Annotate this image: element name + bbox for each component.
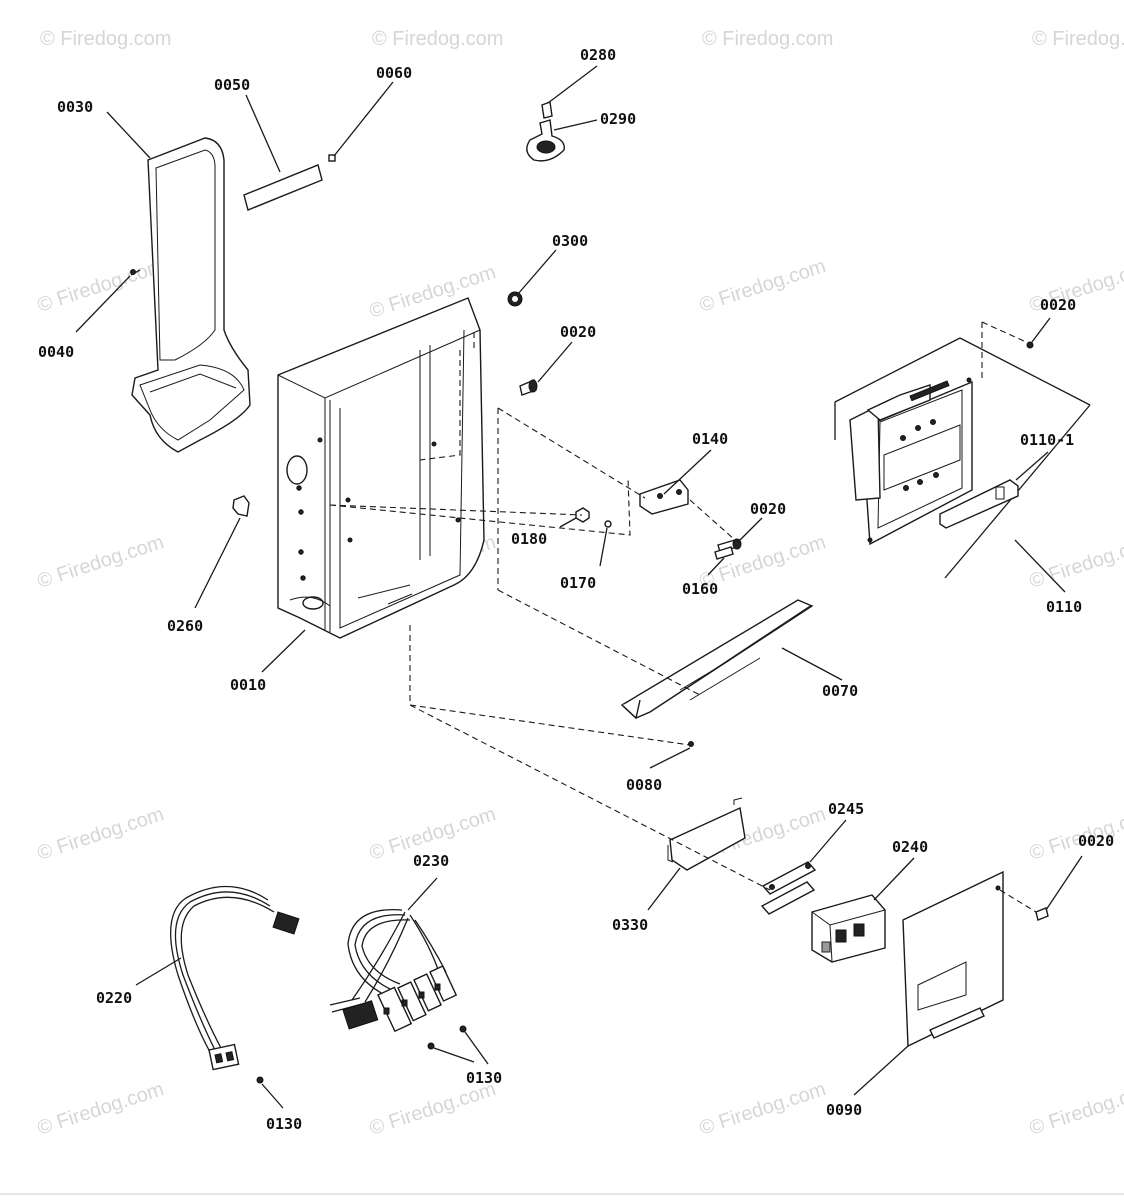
watermark-text: © Firedog.com: [697, 1078, 829, 1140]
label-0040: 0040: [38, 343, 74, 361]
label-0070: 0070: [822, 682, 858, 700]
label-0130: 0130: [466, 1069, 502, 1087]
part-0040-screw: [130, 269, 141, 276]
part-0130-screw: [459, 1025, 467, 1033]
label-0020: 0020: [1078, 832, 1114, 850]
part-0020-bolt: [519, 379, 538, 396]
label-0030: 0030: [57, 98, 93, 116]
part-0330-bracket: [667, 797, 746, 871]
label-0130: 0130: [266, 1115, 302, 1133]
label-0240: 0240: [892, 838, 928, 856]
part-0245-clips: [760, 861, 817, 915]
label-0290: 0290: [600, 110, 636, 128]
watermark-text: © Firedog.com: [697, 255, 829, 317]
part-0230-harness: [329, 908, 458, 1033]
label-0080: 0080: [626, 776, 662, 794]
part-0130-screw: [256, 1076, 264, 1084]
label-0010: 0010: [230, 676, 266, 694]
label-0160: 0160: [682, 580, 718, 598]
label-0110: 0110: [1046, 598, 1082, 616]
part-0070-channel: [620, 599, 814, 720]
watermark-text: © Firedog.com: [35, 803, 167, 865]
part-0220-harness: [169, 885, 300, 1071]
watermark-text: © Firedog.com: [1027, 1078, 1124, 1140]
watermark-text: © Firedog.com: [702, 28, 833, 50]
part-0050-strip: [243, 164, 323, 211]
part-0020-screw-right: [1026, 341, 1034, 349]
label-0300: 0300: [552, 232, 588, 250]
part-0170-washer: [604, 520, 612, 528]
label-0180: 0180: [511, 530, 547, 548]
label-0245: 0245: [828, 800, 864, 818]
part-0300-nut: [507, 291, 523, 307]
watermark-text: © Firedog.com: [35, 531, 167, 593]
label-0050: 0050: [214, 76, 250, 94]
label-0280: 0280: [580, 46, 616, 64]
watermark-text: © Firedog.com: [1027, 531, 1124, 593]
part-0080-screw: [688, 741, 694, 747]
label-0170: 0170: [560, 574, 596, 592]
part-0090-cover: [902, 870, 1004, 1048]
part-0110-control-panel: [834, 337, 1091, 579]
label-0090: 0090: [826, 1101, 862, 1119]
label-0260: 0260: [167, 617, 203, 635]
part-0010-cabinet: [277, 297, 485, 639]
watermark-text: © Firedog.com: [367, 1078, 499, 1140]
part-0280-0290-knob: [526, 101, 565, 162]
leader-lines: [75, 65, 1083, 1109]
part-0110-1-window: [939, 479, 1019, 529]
label-0020: 0020: [560, 323, 596, 341]
part-0140-bracket: [639, 479, 689, 515]
part-0160-screws: [714, 538, 742, 560]
part-labels: 0030 0050 0060 0280 0290 0300 0020 0040 …: [38, 46, 1114, 1133]
label-0020: 0020: [1040, 296, 1076, 314]
part-0240-relay: [811, 894, 886, 963]
watermark-text: © Firedog.com: [372, 28, 503, 50]
part-0180-nut: [575, 507, 590, 523]
label-0020: 0020: [750, 500, 786, 518]
label-0220: 0220: [96, 989, 132, 1007]
part-0130-screw: [427, 1042, 435, 1050]
part-0020-screw-bottom: [1035, 907, 1049, 921]
label-0110-1: 0110-1: [1020, 431, 1074, 449]
label-0230: 0230: [413, 852, 449, 870]
part-0260-clip: [232, 495, 250, 517]
watermark-text: © Firedog.com: [40, 28, 171, 50]
label-0060: 0060: [376, 64, 412, 82]
watermark-text: © Firedog.com: [35, 255, 167, 317]
label-0330: 0330: [612, 916, 648, 934]
watermark-text: © Firedog.com: [35, 1078, 167, 1140]
part-0060-clip: [328, 154, 336, 162]
label-0140: 0140: [692, 430, 728, 448]
watermark-text: © Firedog.com: [1032, 28, 1124, 50]
part-0030-duct: [131, 137, 251, 453]
assembly-lines: [329, 321, 1037, 913]
